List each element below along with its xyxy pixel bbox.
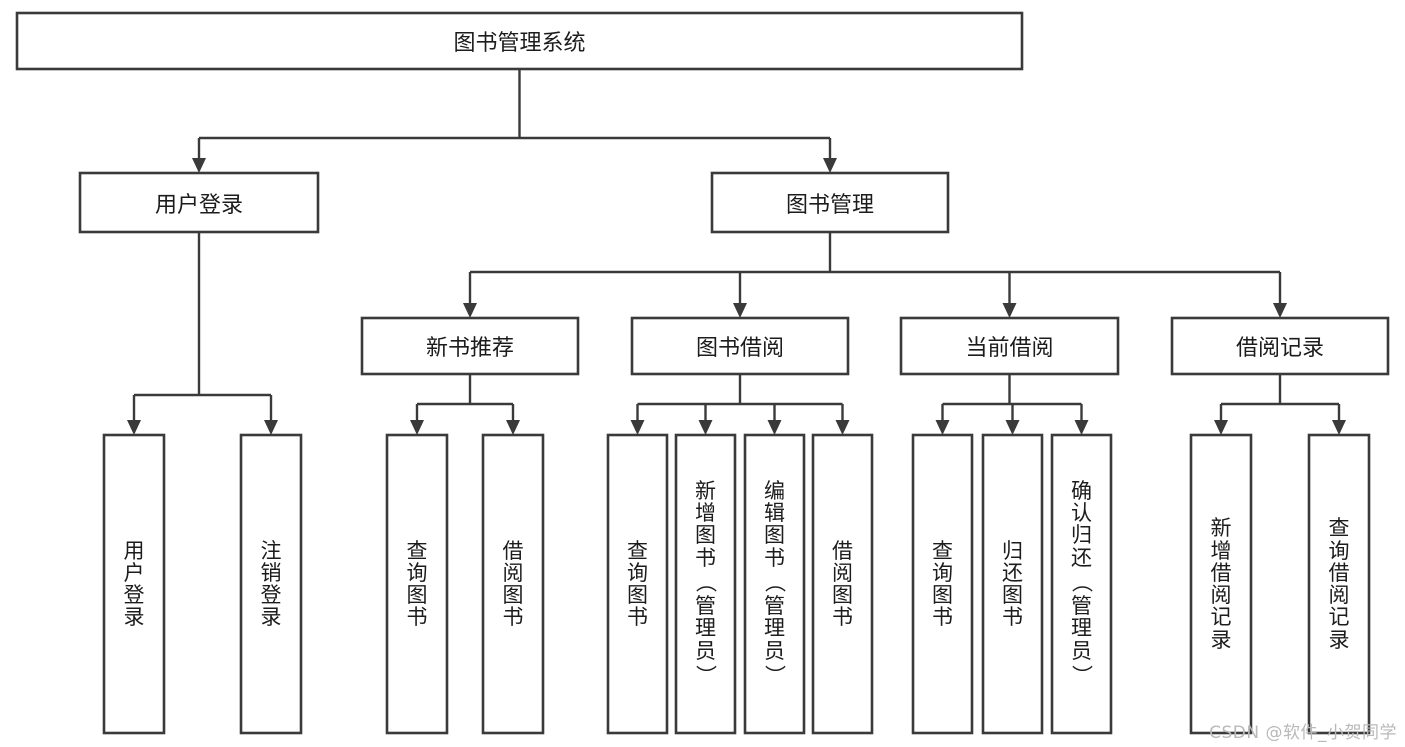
arrow-head-icon: [1214, 420, 1228, 435]
node-box[interactable]: [811, 433, 874, 735]
node-box[interactable]: [1050, 433, 1113, 735]
arrow-head-icon: [935, 420, 950, 435]
arrow-head-icon: [192, 158, 206, 173]
node-box[interactable]: [710, 171, 950, 234]
node-box[interactable]: [1307, 433, 1371, 735]
node-box[interactable]: [606, 433, 669, 735]
boxes-layer: [15, 11, 1390, 735]
node-box[interactable]: [1170, 316, 1390, 376]
node-box[interactable]: [1189, 433, 1253, 735]
arrow-head-icon: [1273, 303, 1287, 318]
arrow-head-icon: [264, 420, 278, 435]
arrow-head-icon: [127, 420, 141, 435]
node-box[interactable]: [15, 11, 1024, 71]
arrow-head-icon: [835, 420, 850, 435]
node-box[interactable]: [360, 316, 580, 376]
node-box[interactable]: [899, 316, 1120, 376]
node-box[interactable]: [911, 433, 974, 735]
arrow-head-icon: [1332, 420, 1346, 435]
node-box[interactable]: [674, 433, 737, 735]
node-box[interactable]: [743, 433, 806, 735]
arrow-head-icon: [463, 303, 477, 318]
arrow-head-icon: [630, 420, 645, 435]
node-box[interactable]: [630, 316, 850, 376]
node-box[interactable]: [481, 433, 545, 735]
watermark-text: CSDN @软件_小贺同学: [1209, 723, 1397, 743]
arrow-head-icon: [410, 420, 424, 435]
arrow-head-icon: [1002, 303, 1017, 318]
arrow-head-icon: [1005, 420, 1020, 435]
node-box[interactable]: [78, 171, 320, 234]
arrow-head-icon: [823, 158, 837, 173]
connectors-layer: [127, 69, 1346, 435]
arrow-head-icon: [767, 420, 782, 435]
node-box[interactable]: [239, 433, 303, 735]
node-box[interactable]: [981, 433, 1044, 735]
node-box[interactable]: [102, 433, 166, 735]
node-box[interactable]: [385, 433, 449, 735]
arrow-head-icon: [506, 420, 520, 435]
arrow-head-icon: [1074, 420, 1089, 435]
arrow-head-icon: [698, 420, 713, 435]
arrow-head-icon: [733, 303, 747, 318]
